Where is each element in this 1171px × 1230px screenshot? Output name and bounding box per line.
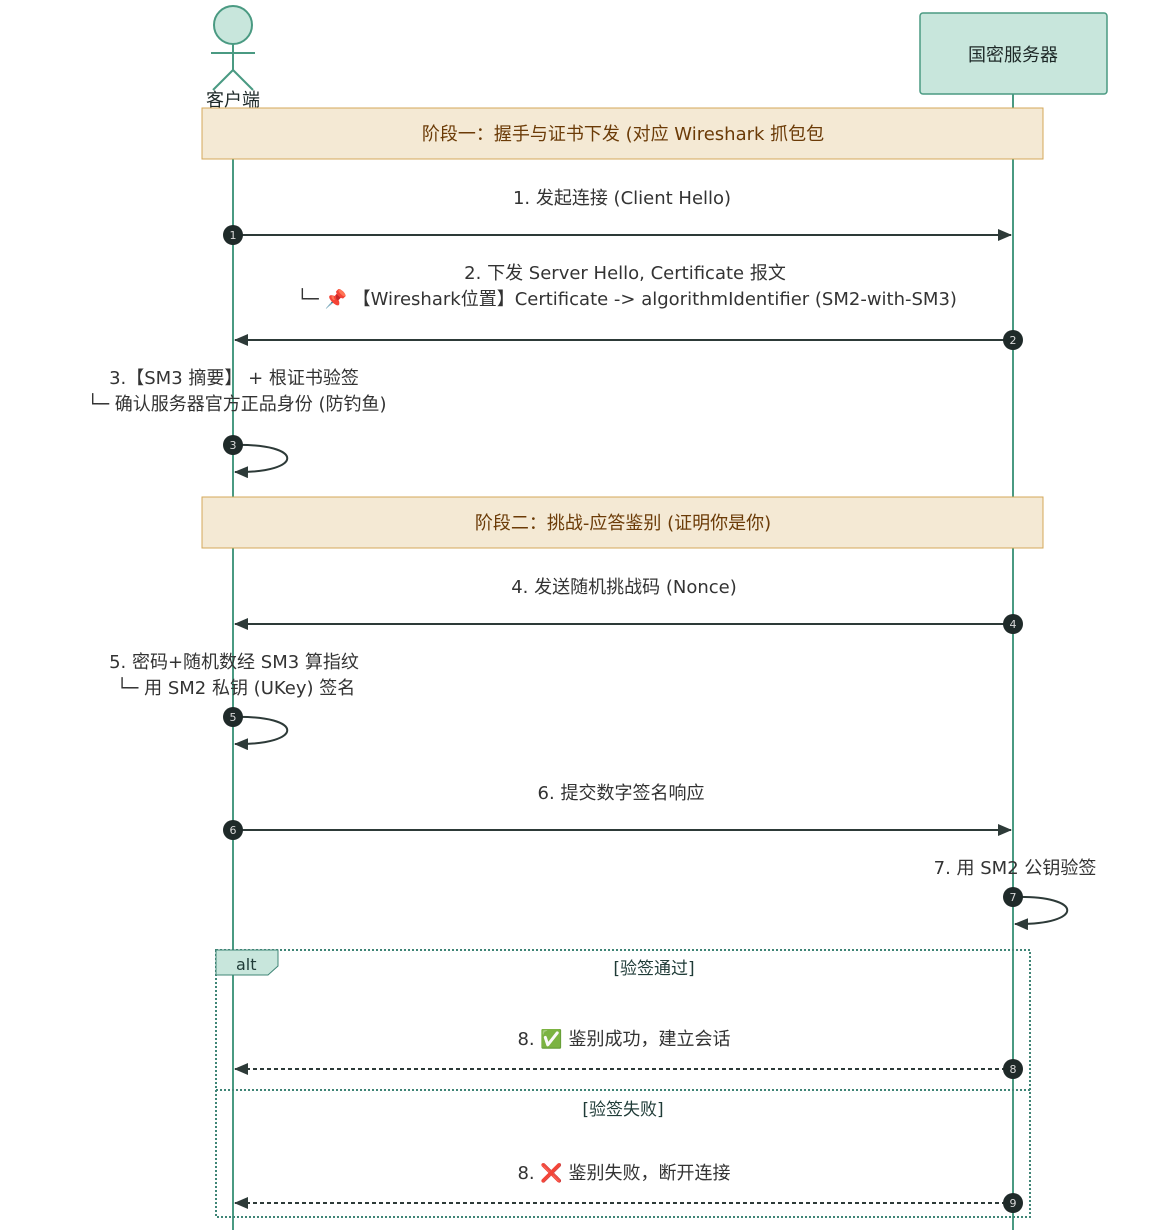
msg-4-label: 4. 发送随机挑战码 (Nonce) <box>511 577 737 598</box>
msg-3-label-line1: 3.【SM3 摘要】 + 根证书验签 <box>109 368 359 389</box>
msg-9-marker <box>1003 1193 1023 1213</box>
actor-leg-right <box>232 69 254 91</box>
msg-3-self-arrow <box>232 443 289 479</box>
server-label: 国密服务器 <box>968 45 1058 66</box>
client-actor: 客户端 <box>206 5 260 111</box>
client-label: 客户端 <box>206 90 260 111</box>
msg-5-label-line2: └─ 用 SM2 私钥 (UKey) 签名 <box>117 677 356 699</box>
msg-8-marker <box>1003 1059 1023 1079</box>
msg-1-number: 1 <box>230 229 237 242</box>
msg-5-self-arrow <box>232 715 289 751</box>
alt-condition-1: [验签通过] <box>613 959 694 979</box>
msg-8-label: 8. ✅ 鉴别成功，建立会话 <box>517 1028 730 1050</box>
msg-5-label-line1: 5. 密码+随机数经 SM3 算指纹 <box>109 652 359 673</box>
alt-label-tab <box>215 949 279 976</box>
msg-6-marker <box>223 820 243 840</box>
msg-2-label-line1: 2. 下发 Server Hello, Certificate 报文 <box>464 263 786 284</box>
msg-7-marker <box>1003 887 1023 907</box>
msg-7-number: 7 <box>1010 891 1017 904</box>
msg-2-marker <box>1003 330 1023 350</box>
alt-frame <box>215 949 1031 1218</box>
server-box <box>919 12 1108 95</box>
msg-2-number: 2 <box>1010 334 1017 347</box>
msg-3-number: 3 <box>230 439 237 452</box>
server-participant: 国密服务器 <box>919 12 1108 95</box>
msg-3-label-line2: └─ 确认服务器官方正品身份 (防钓鱼) <box>87 393 386 415</box>
msg-8-number: 8 <box>1010 1063 1017 1076</box>
msg-5-number: 5 <box>230 711 237 724</box>
msg-1-marker <box>223 225 243 245</box>
msg-3-marker <box>223 435 243 455</box>
alt-label: alt <box>236 955 257 974</box>
msg-7-self-arrow <box>1012 895 1069 931</box>
msg-9-label: 8. ❌ 鉴别失败，断开连接 <box>517 1162 730 1184</box>
msg-1-label: 1. 发起连接 (Client Hello) <box>513 188 731 209</box>
phase-note-2-text: 阶段二：挑战-应答鉴别 (证明你是你) <box>475 513 771 534</box>
msg-5-marker <box>223 707 243 727</box>
msg-4-marker <box>1003 614 1023 634</box>
msg-9-number: 9 <box>1010 1197 1017 1210</box>
actor-leg-left <box>212 69 234 91</box>
msg-6-number: 6 <box>230 824 237 837</box>
phase-note-1 <box>201 107 1044 160</box>
alt-condition-2: [验签失败] <box>582 1100 663 1120</box>
alt-block: alt [验签通过] [验签失败] <box>215 949 1031 1218</box>
msg-4-number: 4 <box>1010 618 1017 631</box>
msg-6-label: 6. 提交数字签名响应 <box>538 783 705 804</box>
actor-head <box>213 5 253 45</box>
phase-note-1-text: 阶段一：握手与证书下发 (对应 Wireshark 抓包包 <box>422 124 824 145</box>
msg-7-label: 7. 用 SM2 公钥验签 <box>934 858 1097 879</box>
msg-2-label-line2: └─ 📌 【Wireshark位置】Certificate -> algorit… <box>297 288 957 310</box>
phase-note-2 <box>201 496 1044 549</box>
